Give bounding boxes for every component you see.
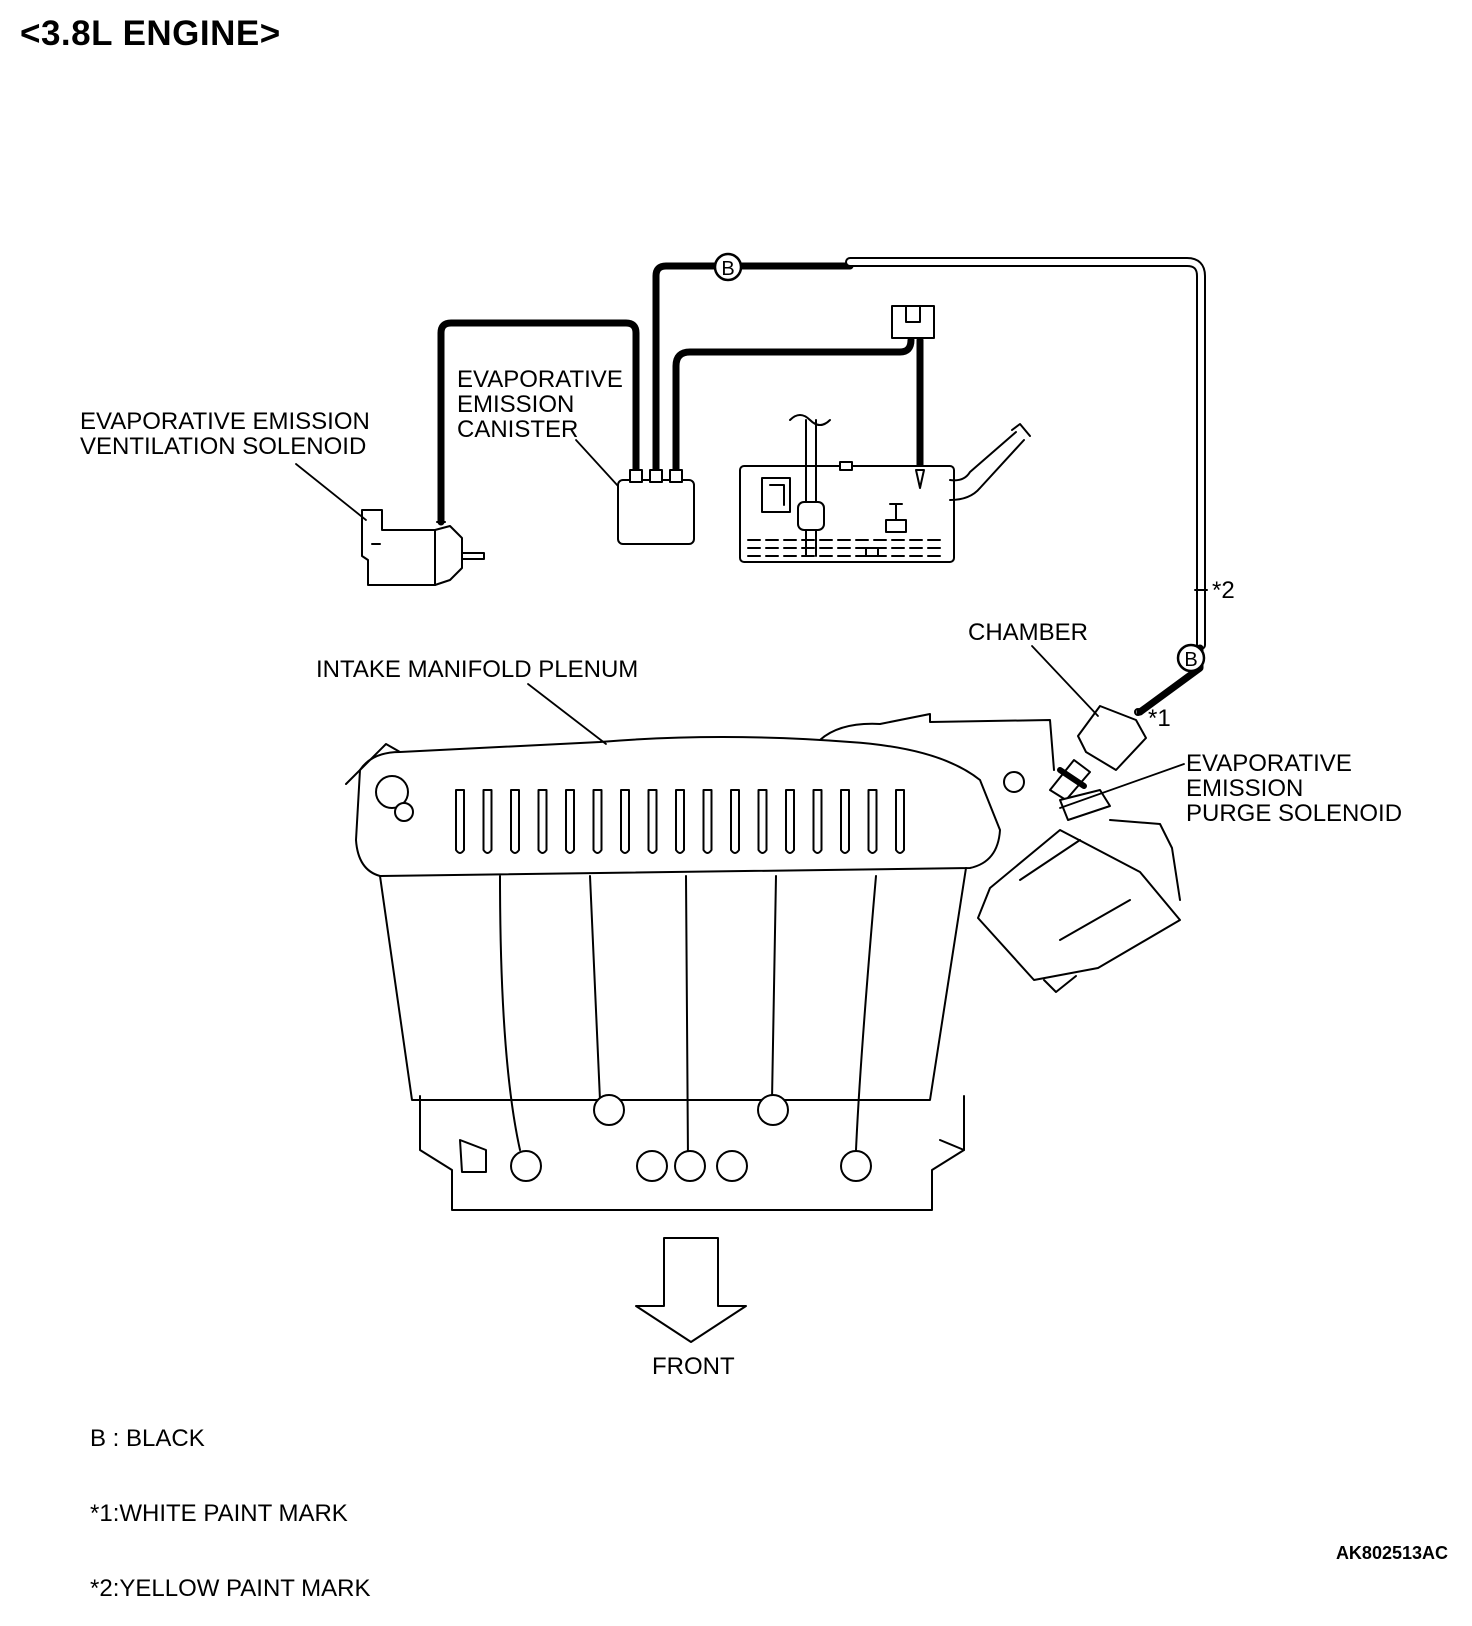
plenum-rib — [840, 789, 850, 854]
plenum-rib — [675, 789, 685, 854]
leader-lines — [295, 439, 1185, 809]
legend-item: *1:WHITE PAINT MARK — [90, 1500, 348, 1527]
plenum-rib — [482, 789, 493, 854]
plenum-rib — [785, 789, 795, 854]
fuel-tank-drawing — [739, 305, 1031, 563]
legend-item: B : BLACK — [90, 1425, 205, 1452]
plenum-rib — [895, 789, 905, 854]
label-plenum: INTAKE MANIFOLD PLENUM — [316, 656, 639, 683]
plenum-rib — [702, 789, 713, 854]
label-mark1: *1 — [1148, 705, 1171, 732]
purge-solenoid-drawing — [1049, 759, 1111, 821]
plenum-rib — [537, 789, 548, 854]
plenum-rib — [455, 789, 465, 854]
plenum-rib — [510, 789, 520, 854]
plenum-rib — [812, 789, 823, 854]
white-hose-to-purge-solenoid — [845, 257, 1208, 650]
label-chamber: CHAMBER — [968, 619, 1089, 646]
hose-marker-letter: B — [721, 258, 734, 280]
front-arrow — [635, 1237, 747, 1343]
hose-marker-letter: B — [1184, 649, 1197, 671]
black-hose-canister-to-tank — [672, 336, 924, 486]
label-front: FRONT — [652, 1353, 735, 1380]
plenum-ribs — [455, 789, 905, 854]
legend-item: *2:YELLOW PAINT MARK — [90, 1575, 371, 1602]
emission-hose-routing-diagram: B B — [295, 252, 1208, 1343]
page-title: <3.8L ENGINE> — [20, 14, 281, 53]
plenum-rib — [757, 789, 768, 854]
figure-id: AK802513AC — [1335, 1543, 1448, 1563]
black-hose-ventilation-to-canister — [437, 319, 640, 526]
plenum-rib — [565, 789, 575, 854]
plenum-rib — [647, 789, 658, 854]
label-purge-solenoid: EVAPORATIVE EMISSION PURGE SOLENOID — [1186, 750, 1403, 827]
legend: B : BLACK *1:WHITE PAINT MARK *2:YELLOW … — [90, 1376, 371, 1626]
plenum-rib — [867, 789, 878, 854]
black-hose-canister-to-purge — [652, 262, 854, 482]
label-ventilation-solenoid: EVAPORATIVE EMISSION VENTILATION SOLENOI… — [80, 408, 370, 460]
chamber-drawing — [1077, 705, 1147, 771]
ventilation-solenoid-drawing — [361, 509, 485, 586]
plenum-rib — [730, 789, 740, 854]
intake-manifold-drawing — [345, 713, 1181, 1211]
label-canister: EVAPORATIVE EMISSION CANISTER — [457, 366, 623, 443]
hose-color-marker-top — [713, 252, 743, 282]
hose-color-marker-right — [1176, 643, 1206, 673]
plenum-rib — [620, 789, 630, 854]
plenum-rib — [592, 789, 603, 854]
canister-drawing — [617, 469, 695, 545]
label-mark2: *2 — [1212, 577, 1235, 604]
